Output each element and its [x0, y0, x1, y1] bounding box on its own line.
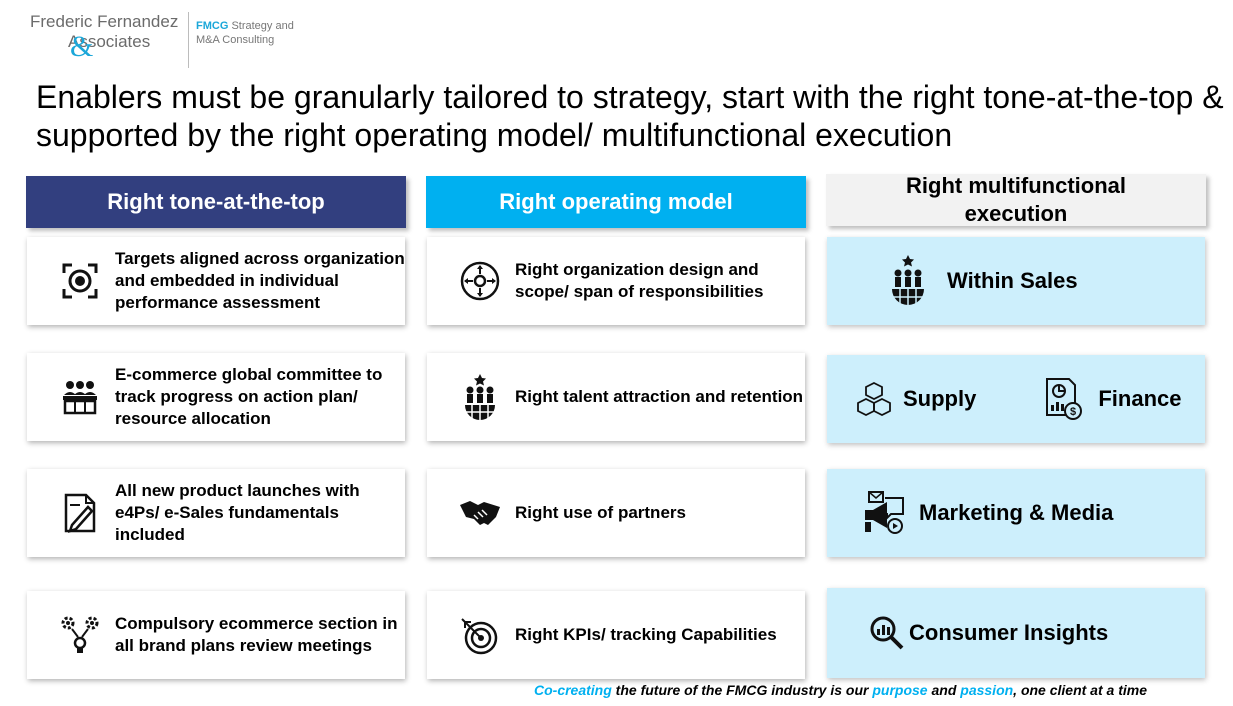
logo-tagline: FMCG Strategy and M&A Consulting: [196, 19, 294, 47]
operating-card-org-design: Right organization design and scope/ spa…: [427, 237, 805, 325]
column-header-operating: Right operating model: [426, 176, 806, 228]
tone-card-brand-plans: Compulsory ecommerce section in all bran…: [27, 591, 405, 679]
tone-card-text: Targets aligned across organization and …: [115, 249, 405, 312]
tone-card-committee: E-commerce global committee to track pro…: [27, 353, 405, 441]
footer-text: the future of the FMCG industry is our: [611, 682, 873, 698]
megaphone-icon: [859, 488, 909, 538]
document-pen-icon: [55, 488, 105, 538]
operating-card-text: Right talent attraction and retention: [515, 387, 804, 406]
target-icon: [55, 256, 105, 306]
footer-highlight: purpose: [872, 682, 928, 698]
execution-card-sales: Within Sales: [827, 237, 1205, 325]
boxes-icon: [849, 374, 899, 424]
column-header-execution: Right multifunctional execution: [826, 173, 1206, 226]
logo-line-1: Frederic Fernandez: [30, 12, 179, 31]
talent-icon: [455, 372, 505, 422]
execution-label-supply: Supply: [903, 386, 977, 411]
logo-divider: [188, 12, 189, 68]
execution-label-finance: Finance: [1098, 386, 1182, 411]
logo-line-2: Associates: [68, 32, 151, 51]
finance-report-icon: $: [1038, 374, 1088, 424]
operating-card-text: Right use of partners: [515, 503, 686, 522]
handshake-icon: [455, 488, 505, 538]
column-header-tone: Right tone-at-the-top: [26, 176, 406, 228]
tone-card-launches: All new product launches with e4Ps/ e-Sa…: [27, 469, 405, 557]
footer-text: , one client at a time: [1013, 682, 1147, 698]
execution-card-insights: Consumer Insights: [827, 588, 1205, 678]
operating-card-talent: Right talent attraction and retention: [427, 353, 805, 441]
logo-tag-rest: Strategy and: [228, 20, 294, 32]
footer-highlight: passion: [960, 682, 1014, 698]
page-title: Enablers must be granularly tailored to …: [36, 79, 1224, 153]
committee-icon: [55, 372, 105, 422]
execution-label: Marketing & Media: [919, 500, 1114, 525]
execution-card-marketing: Marketing & Media: [827, 469, 1205, 557]
execution-label: Within Sales: [947, 268, 1078, 293]
operating-card-text: Right KPIs/ tracking Capabilities: [515, 625, 777, 644]
execution-header-text: Right multifunctional execution: [906, 173, 1126, 226]
tone-card-text: All new product launches with e4Ps/ e-Sa…: [115, 481, 360, 544]
tone-card-text: E-commerce global committee to track pro…: [115, 365, 383, 428]
logo-tag-line2: M&A Consulting: [196, 34, 275, 46]
org-design-icon: [455, 256, 505, 306]
footer-slogan: Co-creating the future of the FMCG indus…: [534, 682, 1147, 698]
gears-lightbulb-icon: [55, 610, 105, 660]
team-globe-icon: [883, 255, 933, 306]
footer-text: and: [927, 682, 961, 698]
kpi-target-icon: [455, 610, 505, 660]
operating-card-partners: Right use of partners: [427, 469, 805, 557]
magnifier-chart-icon: [867, 608, 907, 658]
logo-ampersand: &: [70, 30, 94, 63]
company-logo: Frederic Fernandez Associates & FMCG Str…: [30, 12, 305, 70]
execution-card-supply-finance: Supply $ Finance: [827, 355, 1205, 443]
operating-card-text: Right organization design and scope/ spa…: [515, 260, 764, 301]
svg-text:$: $: [1070, 406, 1076, 418]
logo-tag-brand: FMCG: [196, 20, 229, 32]
logo-wordmark: Frederic Fernandez Associates: [30, 12, 178, 52]
footer-highlight: Co-creating: [534, 682, 612, 698]
execution-label: Consumer Insights: [909, 620, 1109, 645]
operating-card-kpis: Right KPIs/ tracking Capabilities: [427, 591, 805, 679]
tone-card-targets: Targets aligned across organization and …: [27, 237, 405, 325]
tone-card-text: Compulsory ecommerce section in all bran…: [115, 614, 398, 655]
